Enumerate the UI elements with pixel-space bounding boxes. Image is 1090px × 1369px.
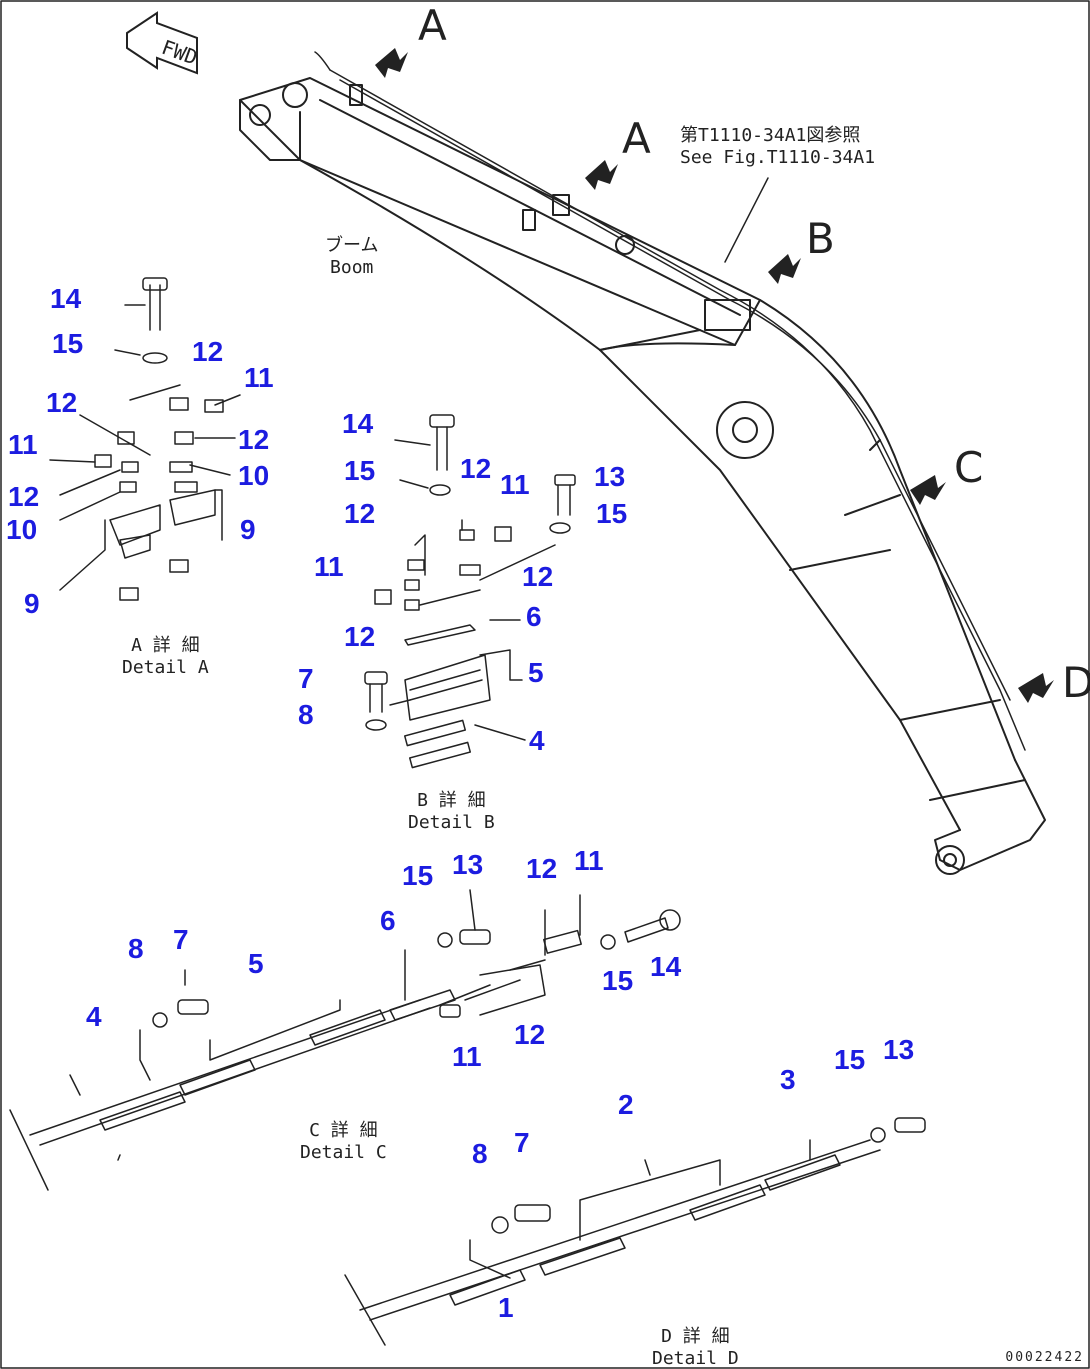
callout-number: 15 — [834, 1044, 866, 1075]
callout-number: 5 — [248, 948, 264, 979]
callout-number: 4 — [529, 725, 545, 756]
callout-number: 12 — [238, 424, 270, 455]
callout-number: 7 — [514, 1127, 530, 1158]
detail-d-caption: D 詳 細 Detail D — [652, 1326, 739, 1369]
callout-number: 14 — [50, 283, 82, 314]
callout-number: 7 — [173, 924, 189, 955]
view-letter-b: B — [806, 214, 835, 263]
callout-number: 6 — [526, 601, 542, 632]
callout-number: 4 — [86, 1001, 102, 1032]
figure-reference: 第T1110-34A1図参照 See Fig.T1110-34A1 — [680, 125, 876, 168]
fwd-label: FWD — [159, 35, 201, 70]
callout-number: 13 — [452, 849, 484, 880]
detail-b-caption: B 詳 細 Detail B — [408, 790, 495, 833]
callout-number: 12 — [522, 561, 554, 592]
callout-number: 11 — [314, 551, 344, 582]
callout-number: 12 — [344, 621, 376, 652]
drawing-code: 00022422 — [1005, 1350, 1084, 1365]
callout-number: 13 — [594, 461, 626, 492]
view-letter-d: D — [1062, 658, 1090, 707]
callout-number: 15 — [344, 455, 376, 486]
callout-number: 8 — [128, 933, 144, 964]
callout-number: 14 — [650, 951, 682, 982]
forward-direction-marker: FWD — [126, 11, 201, 75]
view-letter-c: C — [954, 443, 984, 492]
callout-number: 12 — [8, 481, 40, 512]
callout-number: 8 — [472, 1138, 488, 1169]
callout-number: 11 — [500, 469, 530, 500]
callout-number: 10 — [238, 460, 270, 491]
callout-number: 11 — [574, 845, 604, 876]
callout-number: 7 — [298, 663, 314, 694]
callout-number: 15 — [402, 860, 434, 891]
callout-number: 15 — [52, 328, 84, 359]
callout-number: 1 — [498, 1292, 514, 1323]
callout-number: 12 — [46, 387, 78, 418]
callout-number: 9 — [240, 514, 256, 545]
callout-number: 12 — [514, 1019, 546, 1050]
callout-number: 2 — [618, 1089, 634, 1120]
callout-number: 5 — [528, 657, 544, 688]
callout-number: 8 — [298, 699, 314, 730]
callout-number: 11 — [452, 1041, 482, 1072]
callout-number: 3 — [780, 1064, 796, 1095]
callout-number: 15 — [602, 965, 634, 996]
callout-number: 9 — [24, 588, 40, 619]
callout-number: 12 — [344, 498, 376, 529]
callout-number: 12 — [460, 453, 492, 484]
view-letter-a-mid: A — [622, 114, 651, 163]
detail-c-caption: C 詳 細 Detail C — [300, 1120, 387, 1163]
callout-number: 13 — [883, 1034, 915, 1065]
view-letter-a-top: A — [418, 1, 447, 50]
callout-number: 12 — [192, 336, 224, 367]
callout-number: 12 — [526, 853, 558, 884]
callout-number: 10 — [6, 514, 38, 545]
callout-number: 14 — [342, 408, 374, 439]
callout-number: 15 — [596, 498, 628, 529]
detail-a-caption: A 詳 細 Detail A — [122, 635, 209, 678]
callout-number: 6 — [380, 905, 396, 936]
boom-label: ブーム Boom — [325, 235, 379, 278]
callout-number: 11 — [244, 362, 274, 393]
callout-number: 11 — [8, 429, 38, 460]
